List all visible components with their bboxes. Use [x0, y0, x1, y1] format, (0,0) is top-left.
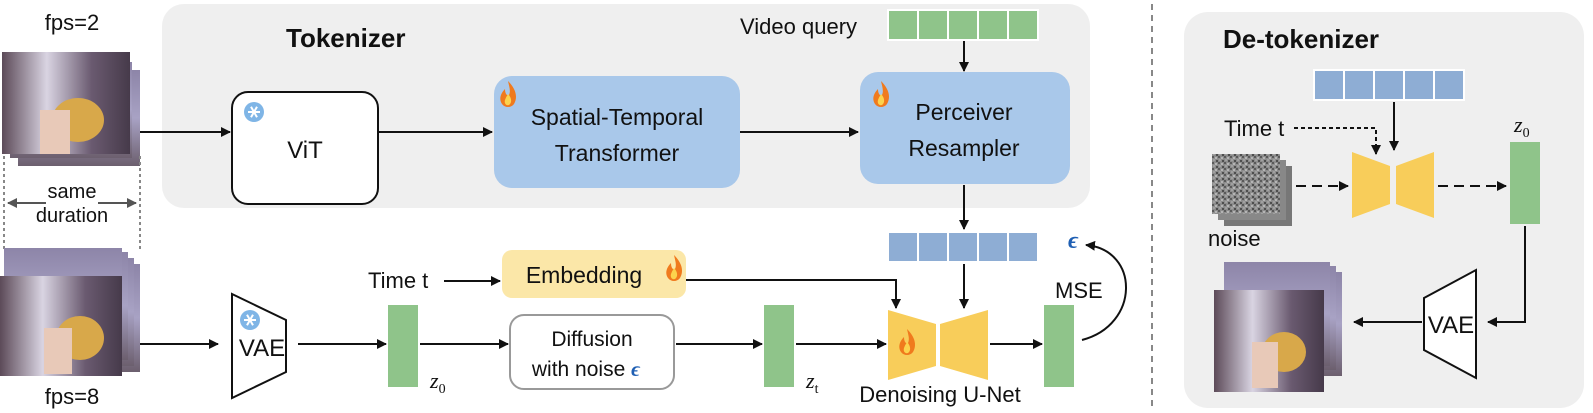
same-duration-label-line1: same [48, 181, 97, 203]
z0-latent-block [388, 305, 418, 387]
spatial-temporal-transformer-box [494, 76, 740, 188]
arrow-detok-time-to-unet [1294, 127, 1381, 155]
tokenizer-title: Tokenizer [286, 23, 405, 53]
mse-loss-arc [1081, 240, 1127, 341]
vae-label: VAE [239, 335, 285, 362]
vit-box [231, 91, 379, 205]
video-frames-fps2 [2, 52, 140, 166]
noise-label: noise [1208, 226, 1261, 251]
embedding-box [502, 250, 686, 298]
fps-top-label: fps=2 [45, 10, 99, 35]
arrow-z0-to-vae-decoder [1487, 226, 1526, 327]
predicted-noise-block [1044, 305, 1074, 387]
detok-vae-label: VAE [1428, 312, 1474, 339]
fps-bottom-label: fps=8 [45, 384, 99, 409]
reconstructed-video-frames [1214, 262, 1342, 392]
perceiver-label-line2: Resampler [908, 135, 1020, 161]
detok-z0-label: z0 [1513, 112, 1530, 141]
detok-z0-latent-block [1510, 142, 1540, 224]
embedding-label: Embedding [526, 262, 642, 288]
diffusion-box [509, 314, 675, 390]
diffusion-label-line2: with noise ϵ [531, 357, 641, 381]
mse-epsilon: ϵ [1068, 228, 1079, 254]
same-duration-label-line2: duration [36, 205, 108, 227]
fire-icon [500, 81, 516, 107]
arrow-embedding-to-unet [686, 279, 901, 309]
spatial-temporal-label-line2: Transformer [555, 140, 680, 166]
fire-icon [899, 329, 915, 355]
z0-label: z0 [429, 368, 446, 397]
snowflake-icon [244, 102, 264, 122]
fire-icon [666, 255, 682, 281]
video-query-label: Video query [740, 14, 857, 39]
detokenizer-video-tokens [1313, 69, 1465, 101]
vit-label: ViT [287, 137, 323, 164]
detokenizer-title: De-tokenizer [1223, 24, 1379, 54]
zt-label: zt [805, 368, 819, 397]
time-t-label: Time t [368, 268, 428, 293]
perceiver-label-line1: Perceiver [915, 99, 1012, 125]
video-query-tokens [887, 9, 1039, 41]
diffusion-label-line1: Diffusion [551, 328, 632, 351]
snowflake-icon [240, 310, 260, 330]
perceiver-resampler-box [860, 72, 1070, 184]
mse-label: MSE [1055, 278, 1103, 303]
unet-label: Denoising U-Net [859, 382, 1020, 407]
video-frames-fps8 [0, 248, 140, 376]
zt-latent-block [764, 305, 794, 387]
video-tokens [887, 231, 1039, 263]
noise-stack [1212, 154, 1292, 226]
fire-icon [873, 81, 889, 107]
detok-time-t-label: Time t [1224, 116, 1284, 141]
vae-decoder-shape [1423, 268, 1477, 380]
spatial-temporal-label-line1: Spatial-Temporal [531, 104, 704, 130]
detokenizer-unet-shape [1352, 152, 1434, 218]
